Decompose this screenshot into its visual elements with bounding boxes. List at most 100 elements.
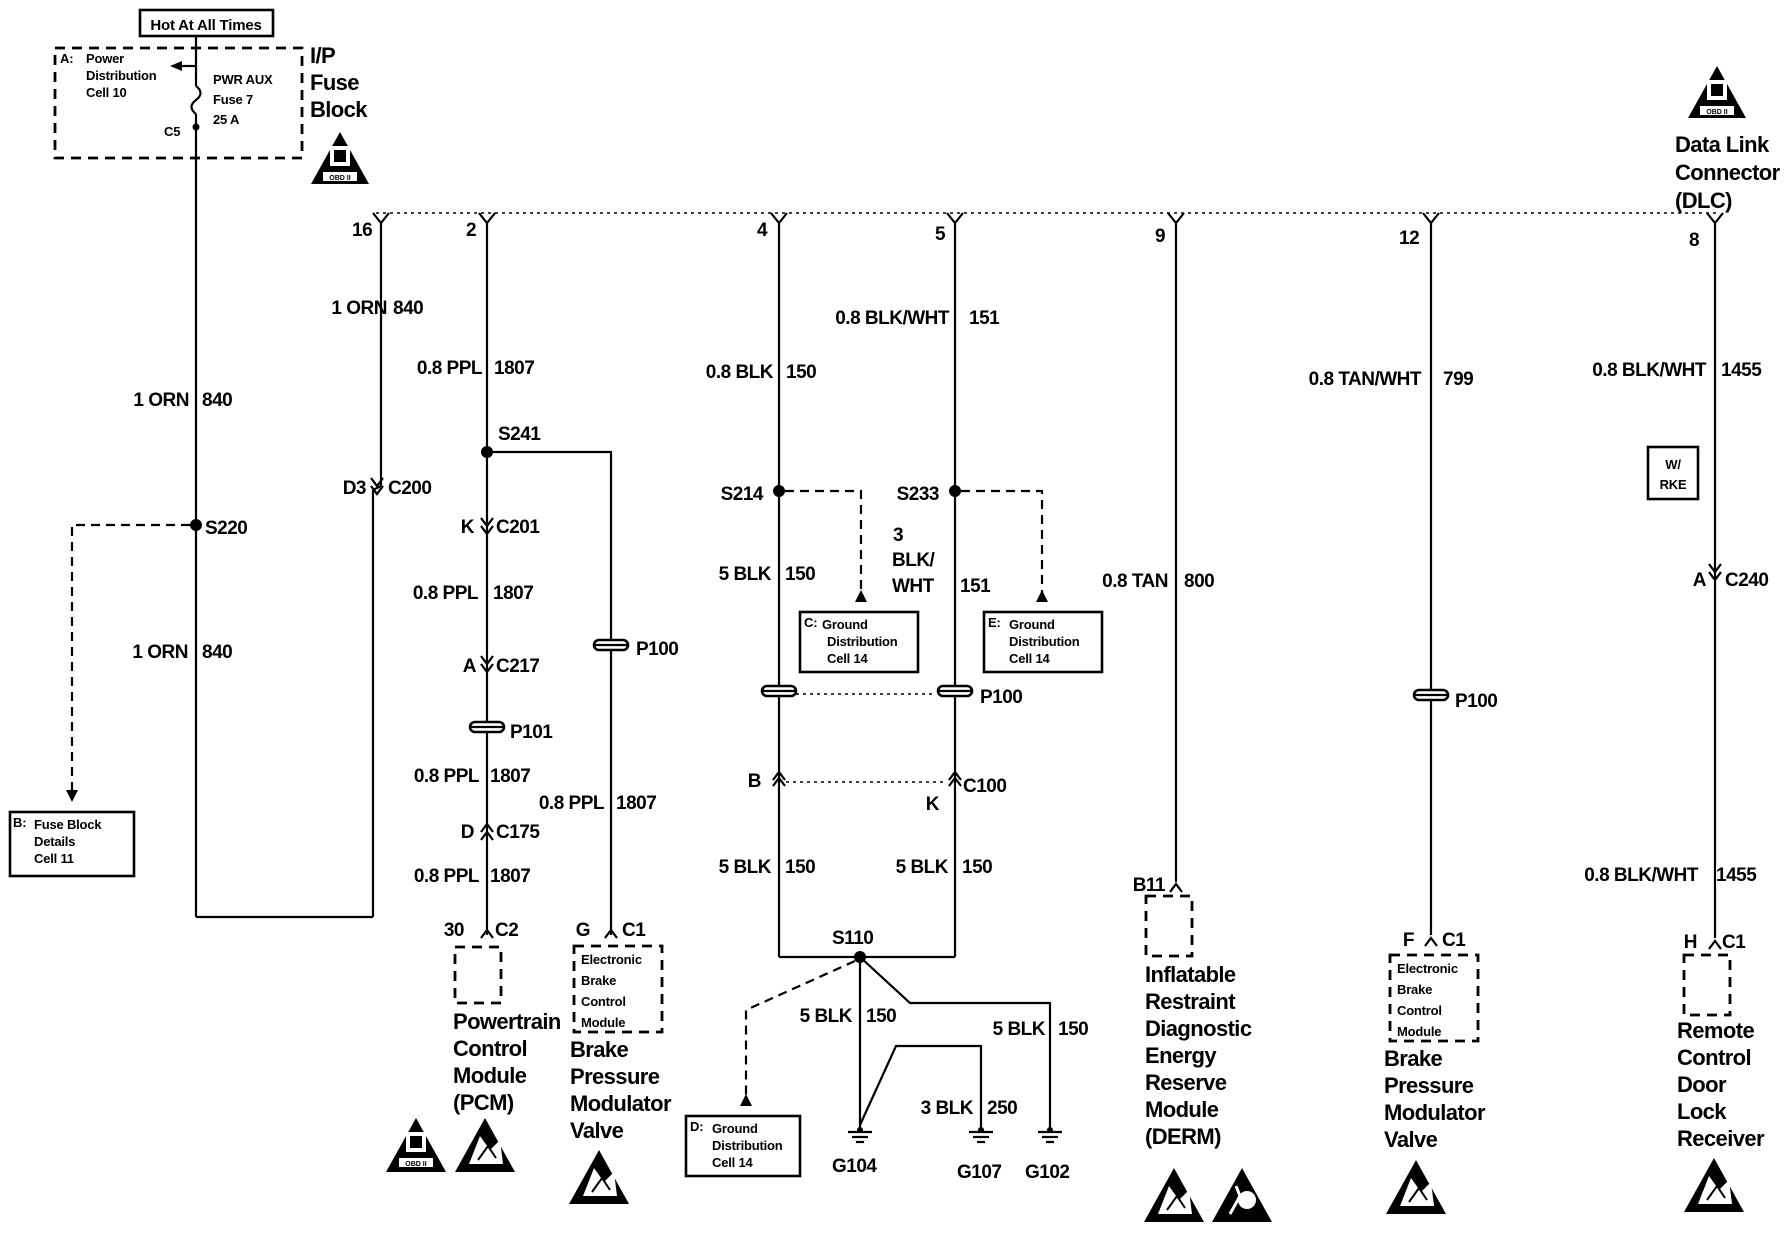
wire-label-orn-2: 1 ORN [133, 390, 189, 411]
svg-text:S220: S220 [205, 518, 247, 539]
derm-title-3: Diagnostic [1145, 1016, 1252, 1041]
rcdl-title-3: Door [1677, 1072, 1727, 1097]
pcm-outline [453, 945, 503, 1005]
wire-label-orn-1: 1 ORN [331, 298, 387, 319]
fuse-7-symbol [190, 85, 202, 115]
ebcm2-pin-f: F [1403, 930, 1414, 951]
bpmv2-title-3: Modulator [1384, 1100, 1486, 1125]
derm-title-1: Inflatable [1145, 962, 1236, 987]
airbag-warning-icon-derm [1212, 1168, 1272, 1222]
wire-label-blk5-4: 5 BLK [800, 1006, 853, 1027]
svg-text:D:: D: [690, 1119, 703, 1134]
rcdl-connector-c1: C1 [1722, 932, 1746, 953]
splice-s241 [481, 446, 493, 458]
wire-label-ppl-3: 0.8 PPL [414, 766, 480, 787]
svg-text:P100: P100 [1455, 691, 1497, 712]
svg-text:Control: Control [581, 994, 626, 1009]
svg-text:C175: C175 [496, 822, 540, 843]
wire-label-tan-wht: 0.8 TAN/WHT [1309, 369, 1422, 390]
svg-text:Cell 14: Cell 14 [1009, 651, 1050, 666]
svg-text:Details: Details [34, 834, 75, 849]
esd-sensitive-icon-rcdl [1684, 1158, 1744, 1212]
fuse-rating: 25 A [213, 112, 240, 127]
svg-text:C200: C200 [388, 478, 431, 499]
connector-p100-blk-wht [936, 684, 974, 698]
fuse-number: Fuse 7 [213, 92, 253, 107]
bpmv2-title-1: Brake [1384, 1046, 1443, 1071]
svg-text:C100: C100 [963, 776, 1006, 797]
wire-label-blk5-1: 5 BLK [719, 564, 772, 585]
svg-text:799: 799 [1443, 369, 1473, 390]
svg-text:1455: 1455 [1716, 865, 1757, 886]
wire-label-blk-wht-1455-2: 0.8 BLK/WHT [1584, 865, 1699, 886]
svg-text:A: A [463, 656, 477, 677]
svg-text:1807: 1807 [493, 583, 533, 604]
wire-label-blk5-5: 5 BLK [993, 1019, 1046, 1040]
bpmv-title-4: Valve [570, 1118, 624, 1143]
svg-text:OBD II: OBD II [329, 175, 350, 182]
svg-text:Electronic: Electronic [1397, 961, 1458, 976]
svg-text:150: 150 [786, 362, 816, 383]
svg-text:C:: C: [804, 615, 817, 630]
dlc-pin-8: 8 [1689, 230, 1699, 251]
pcm-title-3: Module [453, 1063, 527, 1088]
svg-text:S233: S233 [897, 484, 939, 505]
pcm-title-1: Powertrain [453, 1009, 561, 1034]
connector-p101 [468, 720, 506, 734]
derm-title-6: Module [1145, 1097, 1219, 1122]
svg-text:OBD II: OBD II [1706, 109, 1727, 116]
ip-fuse-block-outline [53, 46, 304, 160]
dlc-pin-12: 12 [1399, 228, 1419, 249]
connector-p100-tan-wht [1412, 688, 1450, 702]
bpmv-title-3: Modulator [570, 1091, 672, 1116]
svg-text:D: D [461, 822, 474, 843]
bpmv-title-2: Pressure [570, 1064, 660, 1089]
derm-title-2: Restraint [1145, 989, 1236, 1014]
svg-text:Control: Control [1397, 1003, 1442, 1018]
svg-text:840: 840 [202, 642, 232, 663]
rcdl-title-2: Control [1677, 1045, 1751, 1070]
fuse-block-ref-line3: Cell 10 [86, 85, 127, 100]
svg-text:Distribution: Distribution [827, 634, 898, 649]
ground-g104-symbol [848, 1127, 872, 1144]
obd-ii-icon-pcm: OBD II [386, 1118, 446, 1172]
connector-c217 [480, 655, 494, 674]
bpmv2-title-2: Pressure [1384, 1073, 1474, 1098]
obd-ii-warning-icon: OBD II [311, 132, 369, 184]
wire-label-tan: 0.8 TAN [1102, 571, 1168, 592]
dlc-pin-9: 9 [1155, 226, 1165, 247]
option-rke-box [1646, 445, 1700, 501]
svg-text:Module: Module [1397, 1024, 1441, 1039]
svg-text:150: 150 [866, 1006, 896, 1027]
wire-label-orn-3: 1 ORN [132, 642, 188, 663]
svg-text:150: 150 [785, 564, 815, 585]
ground-distribution-ref-d [684, 1114, 802, 1178]
svg-text:Brake: Brake [581, 973, 616, 988]
connector-c201 [480, 517, 494, 536]
dlc-obd-ii-icon: OBD II [1688, 66, 1746, 118]
connector-c100-b [772, 770, 786, 787]
svg-text:150: 150 [962, 857, 992, 878]
svg-text:1455: 1455 [1721, 360, 1762, 381]
rcdl-outline [1682, 953, 1732, 1017]
esd-sensitive-icon-bpmv [569, 1150, 629, 1204]
svg-text:W/: W/ [1665, 457, 1681, 472]
bpmv2-title-4: Valve [1384, 1127, 1438, 1152]
ip-fuse-block-title-2: Fuse [310, 70, 359, 95]
splice-s214 [773, 485, 785, 497]
pcm-title-4: (PCM) [453, 1090, 514, 1115]
dlc-title-2: Connector [1675, 160, 1781, 185]
derm-pin-b11: B11 [1133, 875, 1166, 896]
svg-text:RKE: RKE [1660, 477, 1687, 492]
fuse-block-ref-line1: Power [86, 51, 124, 66]
esd-sensitive-icon-derm [1144, 1168, 1204, 1222]
svg-text:C240: C240 [1725, 570, 1768, 591]
svg-text:WHT: WHT [892, 576, 935, 597]
svg-text:Cell 11: Cell 11 [34, 851, 74, 866]
wire-label-blk5-3: 5 BLK [896, 857, 949, 878]
wire-g102 [859, 956, 1052, 1130]
ip-fuse-block-title-1: I/P [310, 43, 335, 68]
ebcm-pin-g: G [576, 920, 590, 941]
ground-distribution-ref-c [798, 610, 920, 674]
